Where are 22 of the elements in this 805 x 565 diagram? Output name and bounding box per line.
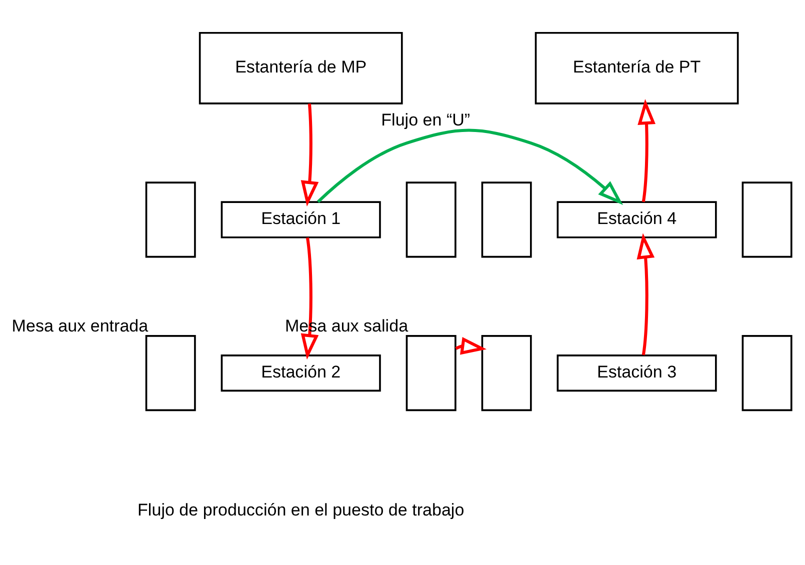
node-box [481, 181, 532, 258]
edge-label: Flujo en “U” [381, 110, 470, 130]
node-box: Estantería de MP [198, 31, 403, 104]
label: Flujo de producción en el puesto de trabajo [138, 500, 464, 520]
node-box: Estación 3 [556, 354, 717, 392]
node-box [145, 181, 196, 258]
node-box [406, 334, 456, 411]
arrow [316, 128, 624, 205]
node-box: Estantería de PT [534, 31, 739, 104]
node-box [742, 181, 792, 258]
node-box: Estación 2 [220, 354, 381, 392]
node-box [406, 181, 456, 258]
node-box: Estación 1 [220, 200, 381, 238]
arrow [638, 98, 656, 202]
node-box [742, 334, 792, 411]
arrow [636, 232, 655, 355]
node-box [481, 334, 532, 411]
node-box: Estación 4 [556, 200, 717, 238]
arrow [300, 236, 319, 360]
node-box [145, 334, 196, 411]
node-label: Mesa aux entrada [12, 316, 148, 335]
arrow [300, 102, 319, 206]
